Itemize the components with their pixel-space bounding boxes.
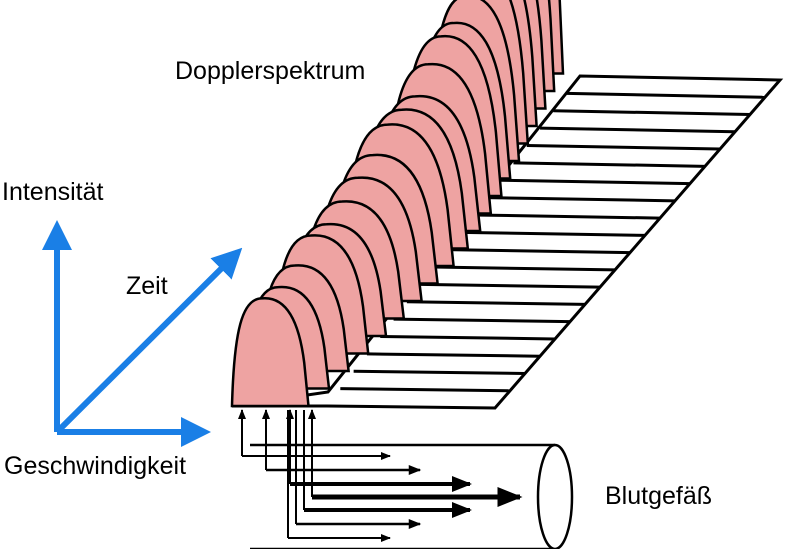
platform-stripe bbox=[446, 248, 631, 255]
spectrum-platform bbox=[231, 74, 784, 410]
platform-stripe bbox=[433, 265, 616, 272]
platform-stripe bbox=[486, 196, 676, 203]
platform-stripe bbox=[473, 213, 661, 220]
platform-stripe bbox=[340, 387, 511, 393]
platform-stripe bbox=[460, 230, 646, 237]
blood-vessel-label: Blutgefäß bbox=[605, 482, 713, 510]
time-axis-label: Zeit bbox=[126, 272, 168, 300]
platform-stripes bbox=[340, 91, 766, 393]
spectrum-hump bbox=[230, 297, 310, 408]
platform-stripe bbox=[540, 126, 736, 134]
velocity-axis-label: Geschwindigkeit bbox=[4, 452, 187, 480]
flow-arrows bbox=[238, 409, 523, 542]
platform-stripe bbox=[380, 335, 556, 341]
axis-group bbox=[42, 220, 243, 447]
doppler-spectrum-label: Dopplerspektrum bbox=[175, 57, 366, 85]
platform-stripe bbox=[366, 352, 541, 358]
platform-stripe bbox=[566, 91, 766, 99]
platform-stripe bbox=[500, 178, 691, 186]
platform-stripe bbox=[553, 109, 751, 117]
platform-stripe bbox=[406, 300, 586, 306]
platform-stripe bbox=[513, 161, 706, 168]
platform-stripe bbox=[526, 143, 721, 151]
platform-base bbox=[231, 74, 784, 410]
platform-stripe bbox=[420, 282, 601, 289]
platform-stripe bbox=[353, 369, 526, 375]
vessel-opening bbox=[536, 443, 574, 549]
blood-vessel bbox=[250, 443, 574, 549]
intensity-axis-label: Intensität bbox=[2, 178, 104, 206]
time-axis-arrow bbox=[54, 247, 243, 435]
doppler-spectrum-humps bbox=[230, 0, 565, 408]
platform-stripe bbox=[393, 317, 571, 324]
